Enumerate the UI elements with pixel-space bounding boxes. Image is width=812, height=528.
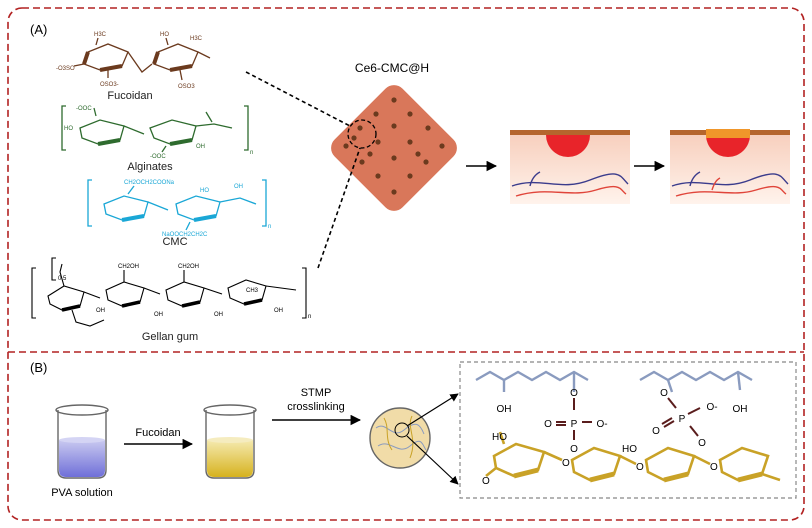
svg-text:O: O: [636, 462, 644, 473]
svg-text:CH2OH: CH2OH: [118, 264, 139, 270]
svg-text:O: O: [652, 426, 660, 437]
svg-text:-OOC: -OOC: [150, 154, 166, 160]
fucoidan-label: Fucoidan: [107, 90, 152, 102]
fucoidan-labels: H3C -O3SO OSO3- HO H3C OSO3: [56, 32, 203, 90]
sugar-labels: HO O O HO O O: [482, 432, 718, 487]
panel-a-label: (A): [30, 22, 47, 37]
svg-text:HO: HO: [492, 432, 507, 443]
svg-text:O-: O-: [596, 419, 607, 430]
phosphate-right-labels: O P O O- O: [652, 388, 717, 449]
cmc-structure: [87, 179, 267, 231]
phosphate-right: [661, 397, 701, 437]
svg-text:OH: OH: [154, 312, 163, 318]
svg-text:n: n: [250, 150, 253, 156]
svg-text:OSO3-: OSO3-: [100, 82, 119, 88]
svg-text:OH: OH: [96, 308, 105, 314]
fucoidan-structure: [73, 37, 211, 81]
zoom-circle: [347, 119, 377, 149]
gellan-structure: [31, 257, 307, 327]
zoom-line-top: [245, 71, 351, 127]
svg-text:NaOOCH2CH2C: NaOOCH2CH2C: [162, 232, 208, 238]
chemistry-box: [459, 361, 797, 499]
pva-solution-label: PVA solution: [51, 487, 113, 499]
pva-oh-left: OH: [497, 404, 512, 415]
svg-text:O: O: [710, 462, 718, 473]
cmc-label: CMC: [162, 236, 187, 248]
zoom-line-b-bottom: [406, 435, 459, 485]
outer-border: [7, 7, 805, 521]
svg-text:OH: OH: [214, 312, 223, 318]
svg-text:O: O: [570, 388, 578, 399]
svg-text:-OOC: -OOC: [76, 106, 92, 112]
beaker-fucoidan: [203, 404, 257, 479]
pva-oh-right: OH: [733, 404, 748, 415]
phosphate-left: [556, 398, 592, 440]
alginates-labels: -OOC HO -OOC OH n: [64, 106, 253, 160]
svg-text:OH: OH: [274, 308, 283, 314]
svg-text:H3C: H3C: [94, 32, 107, 38]
svg-text:OSO3: OSO3: [178, 84, 195, 90]
cmc-labels: CH2OCH2COONa NaOOCH2CH2C HO OH n: [124, 180, 271, 238]
arrow-fucoidan-label: Fucoidan: [135, 427, 180, 439]
svg-text:0.5: 0.5: [58, 276, 67, 282]
hydrogel-dots: [343, 97, 445, 195]
svg-text:OH: OH: [196, 144, 205, 150]
svg-text:OH: OH: [234, 184, 243, 190]
svg-text:n: n: [308, 314, 311, 320]
svg-text:HO: HO: [200, 188, 209, 194]
panel-b-label: (B): [30, 360, 47, 375]
svg-text:-O3SO: -O3SO: [56, 66, 75, 72]
svg-text:H3C: H3C: [190, 36, 203, 42]
zoom-line-b-top: [406, 393, 459, 427]
crosslinking-label: crosslinking: [287, 401, 344, 413]
fucoidan-sugar-rings: [485, 431, 781, 483]
zoom-line-bottom: [317, 147, 361, 269]
svg-text:O: O: [544, 419, 552, 430]
pva-chain-right: [639, 370, 753, 393]
svg-text:CH3: CH3: [246, 288, 259, 294]
svg-text:O: O: [482, 476, 490, 487]
svg-text:HO: HO: [64, 126, 73, 132]
wound-skin-treated: [670, 129, 790, 204]
hydrogel-block: [331, 85, 457, 211]
alginates-structure: [61, 105, 249, 153]
gellan-gum-label: Gellan gum: [142, 331, 198, 343]
svg-text:P: P: [679, 414, 686, 425]
svg-text:O: O: [562, 458, 570, 469]
phosphate-left-labels: O P O O- O: [544, 388, 607, 455]
stmp-label: STMP: [301, 387, 332, 399]
gellan-labels: 0.5 CH2OH CH2OH CH3 OH OH OH OH n: [58, 264, 311, 320]
hydrogel-label: Ce6-CMC@H: [355, 61, 429, 75]
svg-text:O: O: [698, 438, 706, 449]
svg-text:O: O: [570, 444, 578, 455]
svg-text:HO: HO: [160, 32, 169, 38]
svg-text:CH2OCH2COONa: CH2OCH2COONa: [124, 180, 175, 186]
wound-skin-untreated: [510, 130, 630, 204]
svg-text:O-: O-: [706, 402, 717, 413]
svg-text:O: O: [660, 388, 668, 399]
hydrogel-disk: [369, 407, 431, 469]
svg-text:HO: HO: [622, 444, 637, 455]
pva-chain-left: [475, 370, 589, 392]
svg-text:P: P: [571, 419, 578, 430]
svg-text:n: n: [268, 224, 271, 230]
svg-text:CH2OH: CH2OH: [178, 264, 199, 270]
alginates-label: Alginates: [127, 161, 173, 173]
beaker-pva: [55, 404, 109, 479]
